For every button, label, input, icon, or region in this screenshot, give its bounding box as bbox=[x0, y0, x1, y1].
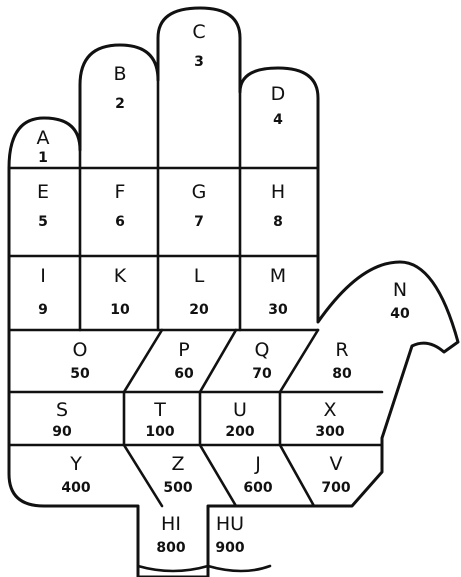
cell-n-number: 40 bbox=[390, 306, 410, 322]
cell-i-number: 9 bbox=[38, 302, 48, 318]
cell-r-letter: R bbox=[335, 339, 348, 361]
cell-g-number: 7 bbox=[194, 214, 204, 230]
cell-o-letter: O bbox=[73, 339, 88, 361]
cell-h-letter: H bbox=[271, 181, 285, 203]
cell-hi-letter: HI bbox=[161, 513, 181, 535]
cell-b-number: 2 bbox=[115, 96, 125, 112]
cell-a-letter: A bbox=[37, 127, 50, 149]
cell-s-number: 90 bbox=[52, 424, 72, 440]
wrist-curve bbox=[138, 566, 270, 571]
cell-f-number: 6 bbox=[115, 214, 125, 230]
cell-b-letter: B bbox=[113, 63, 126, 85]
cell-j-letter: J bbox=[254, 453, 261, 475]
cell-d-letter: D bbox=[271, 83, 286, 105]
cell-y-number: 400 bbox=[61, 480, 90, 496]
cell-z-letter: Z bbox=[171, 453, 184, 475]
cell-p-number: 60 bbox=[174, 366, 194, 382]
cell-l-number: 20 bbox=[189, 302, 209, 318]
cell-e-number: 5 bbox=[38, 214, 48, 230]
cell-h-number: 8 bbox=[273, 214, 283, 230]
cell-n-letter: N bbox=[393, 279, 407, 301]
cell-q-number: 70 bbox=[252, 366, 272, 382]
cell-v-number: 700 bbox=[321, 480, 350, 496]
cell-x-letter: X bbox=[323, 399, 336, 421]
cell-m-number: 30 bbox=[268, 302, 288, 318]
palm-sep-2 bbox=[200, 330, 236, 506]
cell-u-number: 200 bbox=[225, 424, 254, 440]
cell-e-letter: E bbox=[37, 181, 49, 203]
cell-c-letter: C bbox=[192, 21, 205, 43]
cell-k-letter: K bbox=[114, 265, 127, 287]
cell-z-number: 500 bbox=[163, 480, 192, 496]
cell-t-number: 100 bbox=[145, 424, 174, 440]
cell-y-letter: Y bbox=[69, 453, 82, 475]
cell-hi-number: 800 bbox=[156, 540, 185, 556]
cell-l-letter: L bbox=[194, 265, 205, 287]
cell-g-letter: G bbox=[192, 181, 207, 203]
cell-d-number: 4 bbox=[273, 112, 283, 128]
cell-u-letter: U bbox=[233, 399, 247, 421]
cell-x-number: 300 bbox=[315, 424, 344, 440]
cell-c-number: 3 bbox=[194, 54, 204, 70]
cell-a-number: 1 bbox=[38, 150, 48, 166]
cell-s-letter: S bbox=[56, 399, 68, 421]
cell-t-letter: T bbox=[153, 399, 166, 421]
cell-o-number: 50 bbox=[70, 366, 90, 382]
cell-j-number: 600 bbox=[243, 480, 272, 496]
cell-k-number: 10 bbox=[110, 302, 130, 318]
cell-i-letter: I bbox=[40, 265, 46, 287]
cell-v-letter: V bbox=[330, 453, 343, 475]
cell-hu-number: 900 bbox=[215, 540, 244, 556]
cell-q-letter: Q bbox=[255, 339, 270, 361]
cell-m-letter: M bbox=[270, 265, 286, 287]
cell-f-letter: F bbox=[115, 181, 126, 203]
cell-p-letter: P bbox=[178, 339, 189, 361]
palm-sep-3 bbox=[280, 330, 318, 506]
cell-hu-letter: HU bbox=[216, 513, 244, 535]
cell-r-number: 80 bbox=[332, 366, 352, 382]
